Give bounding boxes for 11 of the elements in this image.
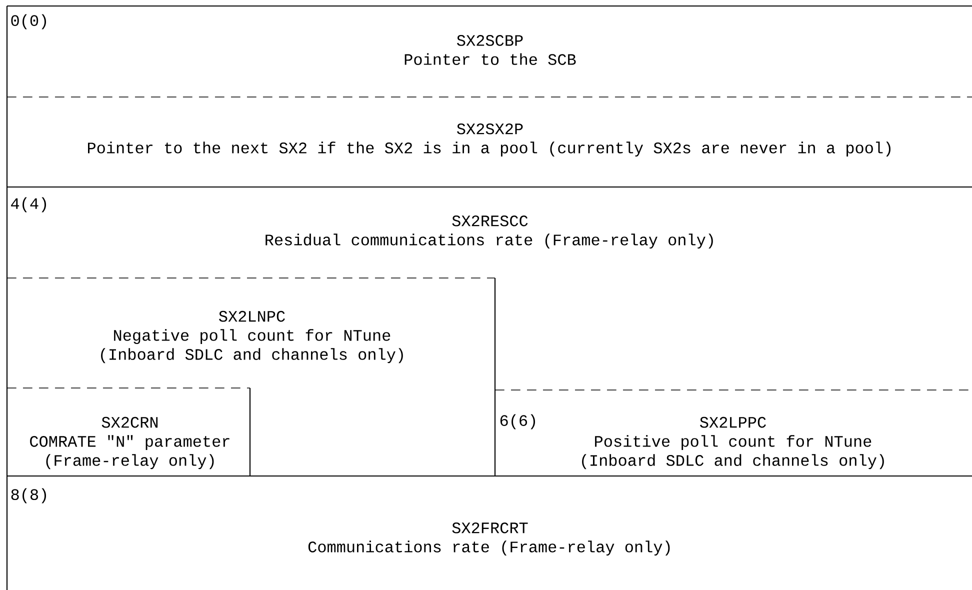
offset-label: 4(4) [11,197,46,212]
field-text: SX2LNPC Negative poll count for NTune (Inboard SDLC and channels only) [101,310,403,364]
offset-label: 8(8) [11,488,46,504]
field-text: SX2RESCC Residual communications rate (Frame-relay only) [266,215,713,249]
offset-label: 0(0) [11,14,46,30]
field-text: SX2LPPC Positive poll count for NTune (Inboard SDLC and channels only) [582,416,884,470]
field-text: SX2SX2P Pointer to the next SX2 if the SX2 is in a pool (currently SX2s are never in a pool) [88,123,890,157]
field-text: SX2SCBP Pointer to the SCB [404,35,576,65]
field-text: SX2CRN COMRATE "N" parameter (Frame-relay only) [30,416,230,470]
offset-label: 6(6) [500,414,535,430]
field-text: SX2FRCRT Communications rate (Frame-relay only) [308,522,670,556]
